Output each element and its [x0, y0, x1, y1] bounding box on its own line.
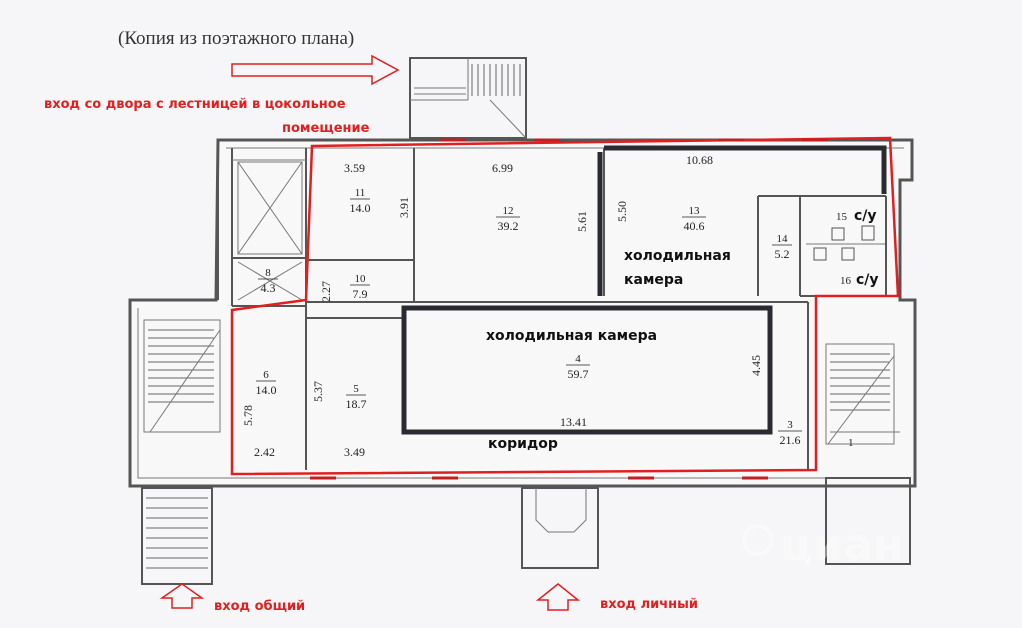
svg-text:14.0: 14.0: [256, 383, 277, 397]
watermark: циан: [742, 520, 904, 571]
dim-2-27: 2.27: [319, 281, 333, 302]
dim-5-61: 5.61: [575, 211, 589, 232]
room-3: 3 21.6: [778, 419, 802, 447]
svg-text:7.9: 7.9: [353, 287, 368, 301]
svg-text:3: 3: [787, 419, 793, 431]
room-6: 6 14.0: [256, 369, 277, 397]
arrow-right-icon: [231, 54, 400, 86]
svg-text:59.7: 59.7: [568, 367, 589, 381]
room-14: 14 5.2: [772, 233, 792, 261]
toilet-icon: [813, 225, 875, 261]
svg-text:4: 4: [575, 353, 581, 365]
svg-text:12: 12: [503, 205, 514, 217]
windows: [310, 138, 828, 480]
premises-outline: [230, 136, 900, 476]
room-12: 12 39.2: [496, 205, 520, 233]
room-15-number: 15: [836, 211, 848, 223]
svg-text:6: 6: [263, 369, 269, 381]
svg-text:13: 13: [689, 205, 701, 217]
cold-room-13-label-1: холодильная: [624, 248, 731, 264]
plan-title: (Копия из поэтажного плана): [118, 28, 354, 49]
room-16-number: 16: [840, 275, 852, 287]
dim-10-68: 10.68: [686, 153, 713, 167]
svg-text:14: 14: [777, 233, 789, 245]
svg-text:4.3: 4.3: [261, 281, 276, 295]
room-11: 11 14.0: [350, 187, 371, 215]
cold-room-4-label: холодильная камера: [486, 328, 657, 344]
watermark-text: циан: [780, 520, 904, 571]
svg-text:39.2: 39.2: [498, 219, 519, 233]
dim-4-45: 4.45: [749, 355, 763, 376]
cold-room-13-label-2: камера: [624, 272, 683, 288]
dim-5-78: 5.78: [241, 405, 255, 426]
entrance-common-label: вход общий: [214, 599, 305, 614]
svg-text:40.6: 40.6: [684, 219, 705, 233]
svg-text:21.6: 21.6: [780, 433, 801, 447]
svg-text:18.7: 18.7: [346, 397, 367, 411]
stair-shaft: [237, 161, 303, 301]
arrow-up-icon: [159, 583, 205, 609]
building-outline: [128, 138, 917, 488]
dim-3-91: 3.91: [397, 197, 411, 218]
svg-text:11: 11: [355, 187, 366, 199]
room-10: 10 7.9: [350, 273, 370, 301]
dim-13-41: 13.41: [560, 415, 587, 429]
entrance-yard-label-2: помещение: [282, 121, 370, 136]
left-stair: [143, 319, 221, 433]
entrance-private-label: вход личный: [600, 597, 698, 612]
svg-text:10: 10: [355, 273, 367, 285]
cold-room-walls: [401, 145, 887, 435]
dim-6-99: 6.99: [492, 161, 513, 175]
entrance-yard-label-1: вход со двора с лестницей в цокольное: [44, 97, 346, 112]
room-1-number: 1: [848, 437, 854, 449]
dim-2-42: 2.42: [254, 445, 275, 459]
arrow-up-icon: [535, 583, 581, 611]
svg-text:14.0: 14.0: [350, 201, 371, 215]
entrance-porches: [141, 477, 911, 585]
svg-text:8: 8: [265, 267, 271, 279]
dim-5-37: 5.37: [311, 381, 325, 402]
dim-3-59: 3.59: [344, 161, 365, 175]
dim-3-49: 3.49: [344, 445, 365, 459]
room-4: 4 59.7: [566, 353, 590, 381]
yard-stair: [409, 57, 527, 139]
corridor-label: коридор: [488, 436, 558, 452]
dim-5-50: 5.50: [615, 201, 629, 222]
wc-15-label: с/у: [854, 208, 877, 224]
wc-16-label: с/у: [856, 272, 879, 288]
room-13: 13 40.6: [682, 205, 706, 233]
svg-text:5: 5: [353, 383, 359, 395]
room-8: 8 4.3: [258, 267, 278, 295]
room-5: 5 18.7: [346, 383, 367, 411]
svg-text:5.2: 5.2: [775, 247, 790, 261]
right-stair: [825, 343, 900, 445]
